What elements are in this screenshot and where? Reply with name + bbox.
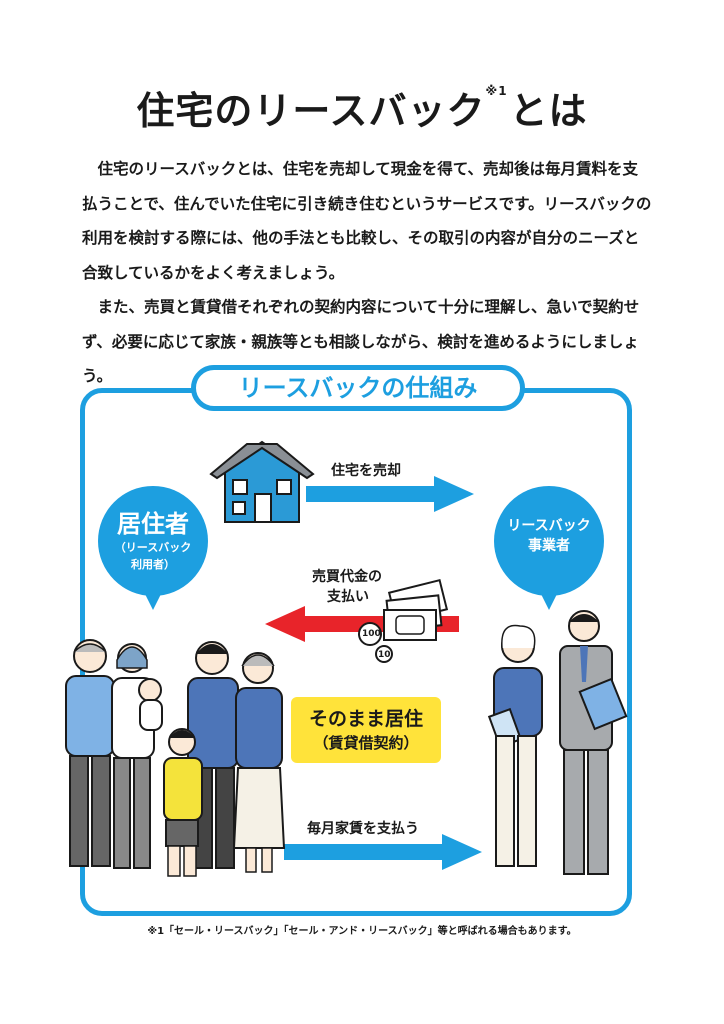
operator-bubble: リースバック 事業者 bbox=[494, 486, 604, 610]
intro-text: 住宅のリースバックとは、住宅を売却して現金を得て、売却後は毎月賃料を支払うことで… bbox=[82, 152, 652, 394]
sell-label: 住宅を売却 bbox=[331, 463, 401, 479]
operator-line-2: 事業者 bbox=[528, 538, 570, 554]
diagram-title: リースバックの仕組み bbox=[191, 365, 525, 411]
continue-main: そのまま居住 bbox=[308, 708, 423, 730]
resident-sub-2: 利用者） bbox=[131, 558, 175, 571]
continue-residence-box: そのまま居住 （賃貸借契約） bbox=[291, 697, 441, 763]
sell-arrow bbox=[306, 476, 474, 512]
coin-100-label: 100 bbox=[362, 629, 381, 639]
title-suffix: とは bbox=[509, 89, 588, 133]
intro-paragraph-1: 住宅のリースバックとは、住宅を売却して現金を得て、売却後は毎月賃料を支払うことで… bbox=[82, 160, 652, 282]
coin-10-label: 10 bbox=[378, 650, 391, 660]
continue-sub: （賃貸借契約） bbox=[313, 734, 419, 752]
payment-label-1: 売買代金の bbox=[312, 569, 382, 585]
intro-paragraph-2: また、売買と賃貸借それぞれの契約内容について十分に理解し、急いで契約せず、必要に… bbox=[82, 298, 640, 385]
operator-illustration bbox=[487, 610, 628, 875]
resident-bubble: 居住者 （リースバック 利用者） bbox=[98, 486, 208, 610]
operator-line-1: リースバック bbox=[507, 518, 591, 534]
title-text: 住宅のリースバック bbox=[136, 89, 486, 133]
footnote: ※1「セール・リースバック」「セール・アンド・リースバック」等と呼ばれる場合もあ… bbox=[147, 926, 577, 937]
page-title: 住宅のリースバック※1とは bbox=[0, 80, 724, 135]
rent-label: 毎月家賃を支払う bbox=[307, 821, 419, 837]
payment-label-2: 支払い bbox=[327, 589, 369, 605]
resident-label: 居住者 bbox=[117, 510, 189, 538]
house-icon bbox=[209, 440, 315, 523]
money-icon bbox=[358, 578, 449, 663]
title-footnote-mark: ※1 bbox=[485, 84, 508, 98]
rent-arrow bbox=[284, 834, 482, 870]
family-illustration bbox=[65, 639, 286, 877]
resident-sub-1: （リースバック bbox=[114, 541, 192, 554]
